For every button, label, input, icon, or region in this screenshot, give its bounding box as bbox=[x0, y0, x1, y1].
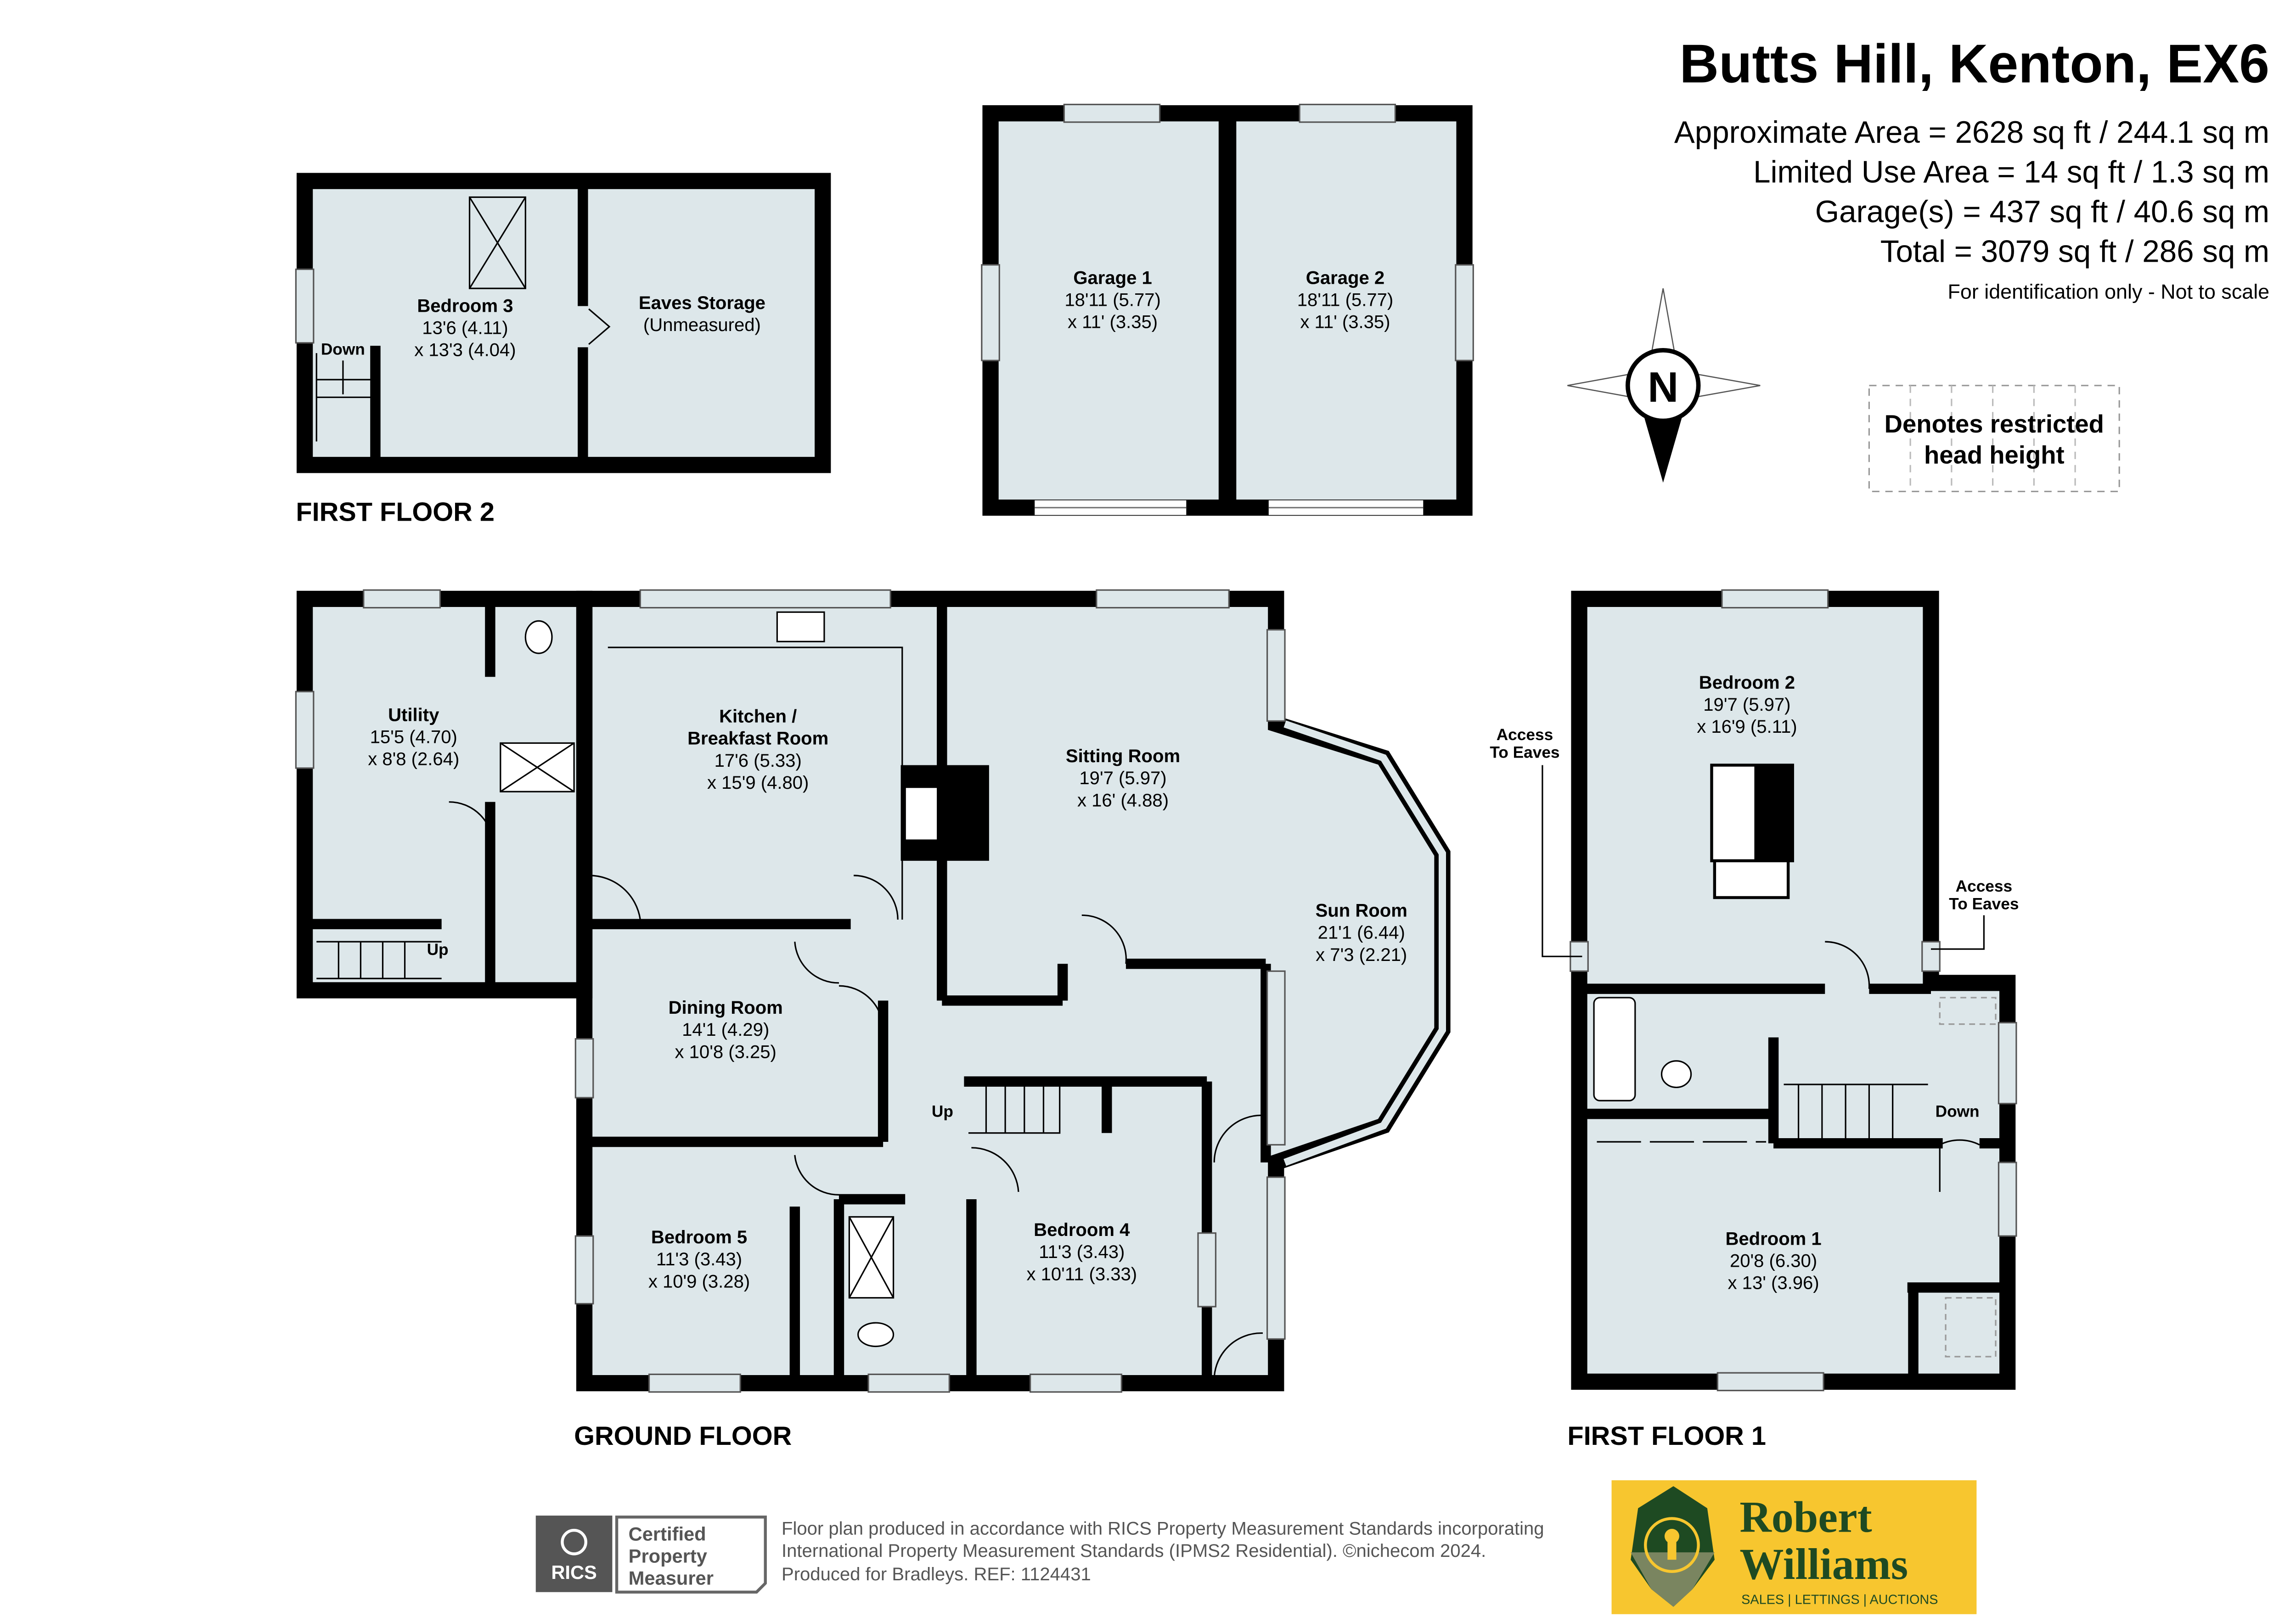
room-dim-bedroom-2: 19'7 (5.97) bbox=[1703, 695, 1790, 715]
room-name-garage-1: Garage 1 bbox=[1073, 268, 1152, 288]
brand-name: Robert bbox=[1739, 1492, 1872, 1541]
room-dim-garage-2: x 11' (3.35) bbox=[1300, 312, 1390, 332]
floor-label-first-floor-2: FIRST FLOOR 2 bbox=[296, 498, 495, 527]
legend-text-1: Denotes restricted bbox=[1885, 410, 2104, 438]
room-dim-sitting-room: 19'7 (5.97) bbox=[1079, 768, 1166, 788]
first-floor-2: Down Bedroom 3 13'6 (4.11) x 13'3 (4.04)… bbox=[295, 173, 831, 527]
room-dim-dining-room: 14'1 (4.29) bbox=[682, 1020, 769, 1040]
room-dim-bedroom-1: x 13' (3.96) bbox=[1728, 1273, 1819, 1293]
property-title: Butts Hill, Kenton, EX6 bbox=[1679, 34, 2269, 94]
stairs-up-label: Up bbox=[427, 941, 449, 959]
room-name-kitchen: Kitchen / bbox=[719, 707, 797, 727]
room-name-kitchen: Breakfast Room bbox=[687, 729, 828, 749]
room-dim-utility: x 8'8 (2.64) bbox=[368, 749, 459, 769]
limited-use-area: Limited Use Area = 14 sq ft / 1.3 sq m bbox=[1753, 155, 2269, 189]
stairs-down-label: Down bbox=[321, 340, 365, 358]
room-dim-bedroom-4: 11'3 (3.43) bbox=[1039, 1242, 1125, 1262]
room-name-bedroom-3: Bedroom 3 bbox=[417, 296, 513, 316]
room-dim-dining-room: x 10'8 (3.25) bbox=[675, 1042, 777, 1062]
room-dim-garage-1: x 11' (3.35) bbox=[1068, 312, 1158, 332]
access-to-eaves-label-right: Access bbox=[1956, 877, 2012, 895]
total-area: Total = 3079 sq ft / 286 sq m bbox=[1880, 234, 2269, 269]
rics-badge: RICS Certified Property Measurer bbox=[535, 1516, 767, 1594]
stairs-up-label: Up bbox=[932, 1103, 953, 1121]
floor-label-first-floor-1: FIRST FLOOR 1 bbox=[1567, 1421, 1766, 1451]
room-name-bedroom-2: Bedroom 2 bbox=[1699, 673, 1795, 693]
room-dim-eaves-storage: (Unmeasured) bbox=[643, 315, 761, 335]
rics-badge-text: Property bbox=[629, 1545, 707, 1567]
room-dim-bedroom-5: 11'3 (3.43) bbox=[656, 1249, 742, 1269]
room-name-utility: Utility bbox=[388, 705, 439, 725]
room-name-sun-room: Sun Room bbox=[1316, 901, 1407, 921]
room-dim-bedroom-4: x 10'11 (3.33) bbox=[1026, 1264, 1137, 1284]
room-dim-sun-room: x 7'3 (2.21) bbox=[1316, 945, 1407, 965]
room-name-sitting-room: Sitting Room bbox=[1066, 746, 1180, 766]
stairs-down-label: Down bbox=[1936, 1103, 1980, 1121]
header: Butts Hill, Kenton, EX6 Approximate Area… bbox=[1674, 34, 2269, 303]
room-dim-sun-room: 21'1 (6.44) bbox=[1318, 923, 1405, 943]
room-dim-kitchen: x 15'9 (4.80) bbox=[707, 773, 809, 793]
room-name-garage-2: Garage 2 bbox=[1306, 268, 1384, 288]
room-name-eaves-storage: Eaves Storage bbox=[639, 293, 765, 313]
floor-label-ground-floor: GROUND FLOOR bbox=[574, 1421, 792, 1451]
legend-text-2: head height bbox=[1924, 441, 2065, 469]
rics-badge-text: Measurer bbox=[629, 1567, 714, 1589]
rics-logo-text: RICS bbox=[551, 1561, 597, 1583]
disclaimer: For identification only - Not to scale bbox=[1948, 280, 2270, 303]
rics-badge-text: Certified bbox=[629, 1523, 706, 1545]
compass-north-label: N bbox=[1648, 363, 1678, 411]
room-dim-bedroom-3: 13'6 (4.11) bbox=[422, 318, 508, 338]
ground-floor: Up Up Utility 15'5 (4.70) x 8'8 (2.64) K… bbox=[295, 589, 1451, 1451]
room-name-bedroom-1: Bedroom 1 bbox=[1725, 1229, 1821, 1249]
access-to-eaves-label-left: To Eaves bbox=[1490, 744, 1559, 762]
garages: Garage 1 18'11 (5.77) x 11' (3.35) Garag… bbox=[981, 103, 1474, 516]
room-name-bedroom-4: Bedroom 4 bbox=[1034, 1220, 1130, 1240]
compass-icon: N bbox=[1567, 288, 1761, 483]
brand-name: Williams bbox=[1739, 1539, 1908, 1589]
robert-williams-logo: Robert Williams SALES | LETTINGS | AUCTI… bbox=[1611, 1480, 1977, 1614]
room-dim-bedroom-5: x 10'9 (3.28) bbox=[648, 1271, 750, 1292]
brand-tagline: SALES | LETTINGS | AUCTIONS bbox=[1741, 1592, 1938, 1607]
room-dim-garage-2: 18'11 (5.77) bbox=[1297, 290, 1394, 310]
access-to-eaves-label-left: Access bbox=[1497, 726, 1553, 744]
garage-area: Garage(s) = 437 sq ft / 40.6 sq m bbox=[1815, 195, 2269, 229]
room-dim-utility: 15'5 (4.70) bbox=[370, 727, 457, 747]
footer-text: Floor plan produced in accordance with R… bbox=[782, 1519, 1544, 1539]
room-dim-garage-1: 18'11 (5.77) bbox=[1064, 290, 1161, 310]
room-name-dining-room: Dining Room bbox=[669, 998, 783, 1018]
room-dim-bedroom-2: x 16'9 (5.11) bbox=[1697, 717, 1797, 737]
approx-area: Approximate Area = 2628 sq ft / 244.1 sq… bbox=[1674, 115, 2269, 150]
footer-text: International Property Measurement Stand… bbox=[782, 1541, 1486, 1561]
room-name-bedroom-5: Bedroom 5 bbox=[651, 1227, 747, 1247]
access-to-eaves-label-right: To Eaves bbox=[1949, 895, 2019, 913]
room-dim-bedroom-3: x 13'3 (4.04) bbox=[414, 340, 516, 360]
footer-text: Produced for Bradleys. REF: 1124431 bbox=[782, 1564, 1091, 1584]
room-dim-sitting-room: x 16' (4.88) bbox=[1077, 790, 1169, 810]
restricted-height-legend: Denotes restricted head height bbox=[1868, 385, 2120, 493]
room-dim-bedroom-1: 20'8 (6.30) bbox=[1730, 1251, 1817, 1271]
first-floor-1: Access To Eaves Access To Eaves Down Bed… bbox=[1490, 589, 2019, 1451]
room-dim-kitchen: 17'6 (5.33) bbox=[715, 751, 802, 771]
